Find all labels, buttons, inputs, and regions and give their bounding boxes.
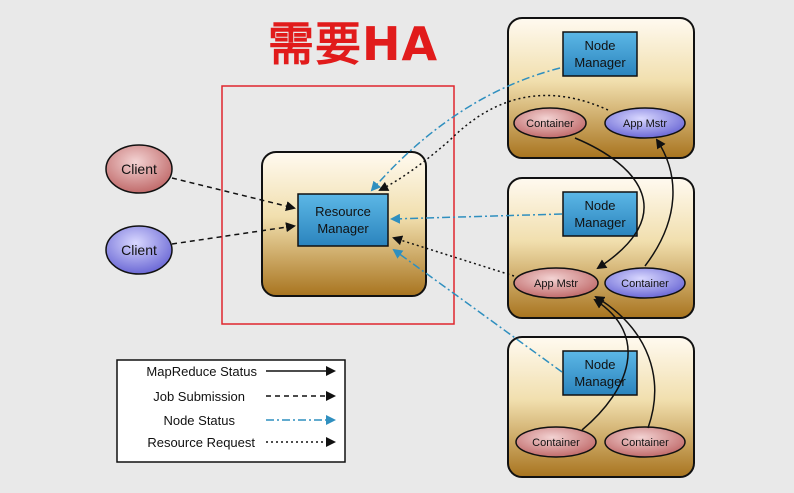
node-status-arrow xyxy=(370,67,561,192)
app-master-label: App Mstr xyxy=(534,278,578,290)
resource-manager-box xyxy=(297,193,389,247)
container-label: Container xyxy=(621,437,669,449)
app-master-oval xyxy=(513,267,599,299)
resource-manager-label-2: Manager xyxy=(317,221,369,236)
legend-label-mapreduce-status: MapReduce Status xyxy=(146,364,257,379)
node-3: Node Manager Container Container xyxy=(507,336,695,478)
mapreduce-status-arrow xyxy=(581,298,629,431)
node-manager-label-1: Node xyxy=(584,198,615,213)
legend-label-resource-request: Resource Request xyxy=(147,435,255,450)
app-master-oval xyxy=(604,107,686,139)
job-submission-arrow xyxy=(171,222,296,245)
node-manager-label-2: Manager xyxy=(574,374,626,389)
resource-manager-node: Resource Manager xyxy=(261,151,427,297)
client-label: Client xyxy=(121,161,157,177)
node-status-arrow xyxy=(390,213,563,224)
node-manager-label-2: Manager xyxy=(574,55,626,70)
legend: MapReduce Status Job Submission Node Sta… xyxy=(116,359,346,463)
container-label: Container xyxy=(532,437,580,449)
node-2: Node Manager App Mstr Container xyxy=(507,177,695,319)
node-manager-label-2: Manager xyxy=(574,215,626,230)
container-label: Container xyxy=(526,118,574,130)
ha-highlight-box xyxy=(221,85,455,325)
client-1: Client xyxy=(105,144,173,194)
legend-label-job-submission: Job Submission xyxy=(153,389,245,404)
page-title: 需要HA xyxy=(268,17,439,71)
mapreduce-status-arrow xyxy=(644,138,674,267)
resource-request-arrow xyxy=(378,94,609,191)
app-master-label: App Mstr xyxy=(623,118,667,130)
node-manager-label-1: Node xyxy=(584,38,615,53)
client-2: Client xyxy=(105,225,173,275)
container-oval xyxy=(513,107,587,139)
mapreduce-status-arrow xyxy=(594,295,656,429)
node-manager-box xyxy=(562,31,638,77)
resource-request-arrow xyxy=(392,235,515,277)
node-manager-label-1: Node xyxy=(584,357,615,372)
client-label: Client xyxy=(121,242,157,258)
legend-label-node-status: Node Status xyxy=(163,413,235,428)
container-label: Container xyxy=(621,278,669,290)
mapreduce-status-arrow xyxy=(574,137,645,270)
node-status-arrow xyxy=(392,248,563,373)
job-submission-arrow xyxy=(171,177,296,211)
node-manager-box xyxy=(562,191,638,237)
resource-manager-label-1: Resource xyxy=(315,204,371,219)
container-oval xyxy=(515,426,597,458)
node-1: Node Manager Container App Mstr xyxy=(507,17,695,159)
container-oval xyxy=(604,426,686,458)
container-oval xyxy=(604,267,686,299)
